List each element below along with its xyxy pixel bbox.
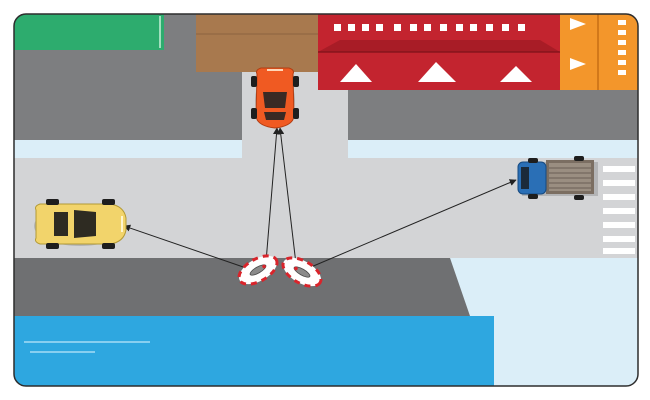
sight-line-to-yellow-car <box>123 224 253 271</box>
sidewalk-top-right <box>348 140 638 158</box>
yellow-car <box>34 199 127 249</box>
orange-car <box>251 67 299 129</box>
drone-left <box>237 254 279 286</box>
brown-roof-building <box>196 14 318 72</box>
red-building-windows <box>334 24 525 31</box>
sight-lines <box>123 127 517 271</box>
sidewalk-top-left <box>14 140 242 158</box>
map-area <box>14 14 638 386</box>
blue-truck <box>517 156 598 200</box>
map-frame <box>13 13 639 387</box>
drone-right <box>281 256 323 288</box>
sight-line-to-blue-truck <box>303 179 517 271</box>
green-lot <box>14 14 164 50</box>
truck-cargo-slats <box>549 167 591 189</box>
orange-building <box>560 14 638 90</box>
sight-line-to-orange-car-right <box>277 127 297 265</box>
asphalt-block-top-right <box>348 88 638 140</box>
crosswalk <box>603 166 635 254</box>
sight-line-to-orange-car-left <box>265 127 280 263</box>
water-body <box>14 316 494 386</box>
asphalt-strip-bottom <box>14 258 470 316</box>
red-building <box>318 14 560 90</box>
